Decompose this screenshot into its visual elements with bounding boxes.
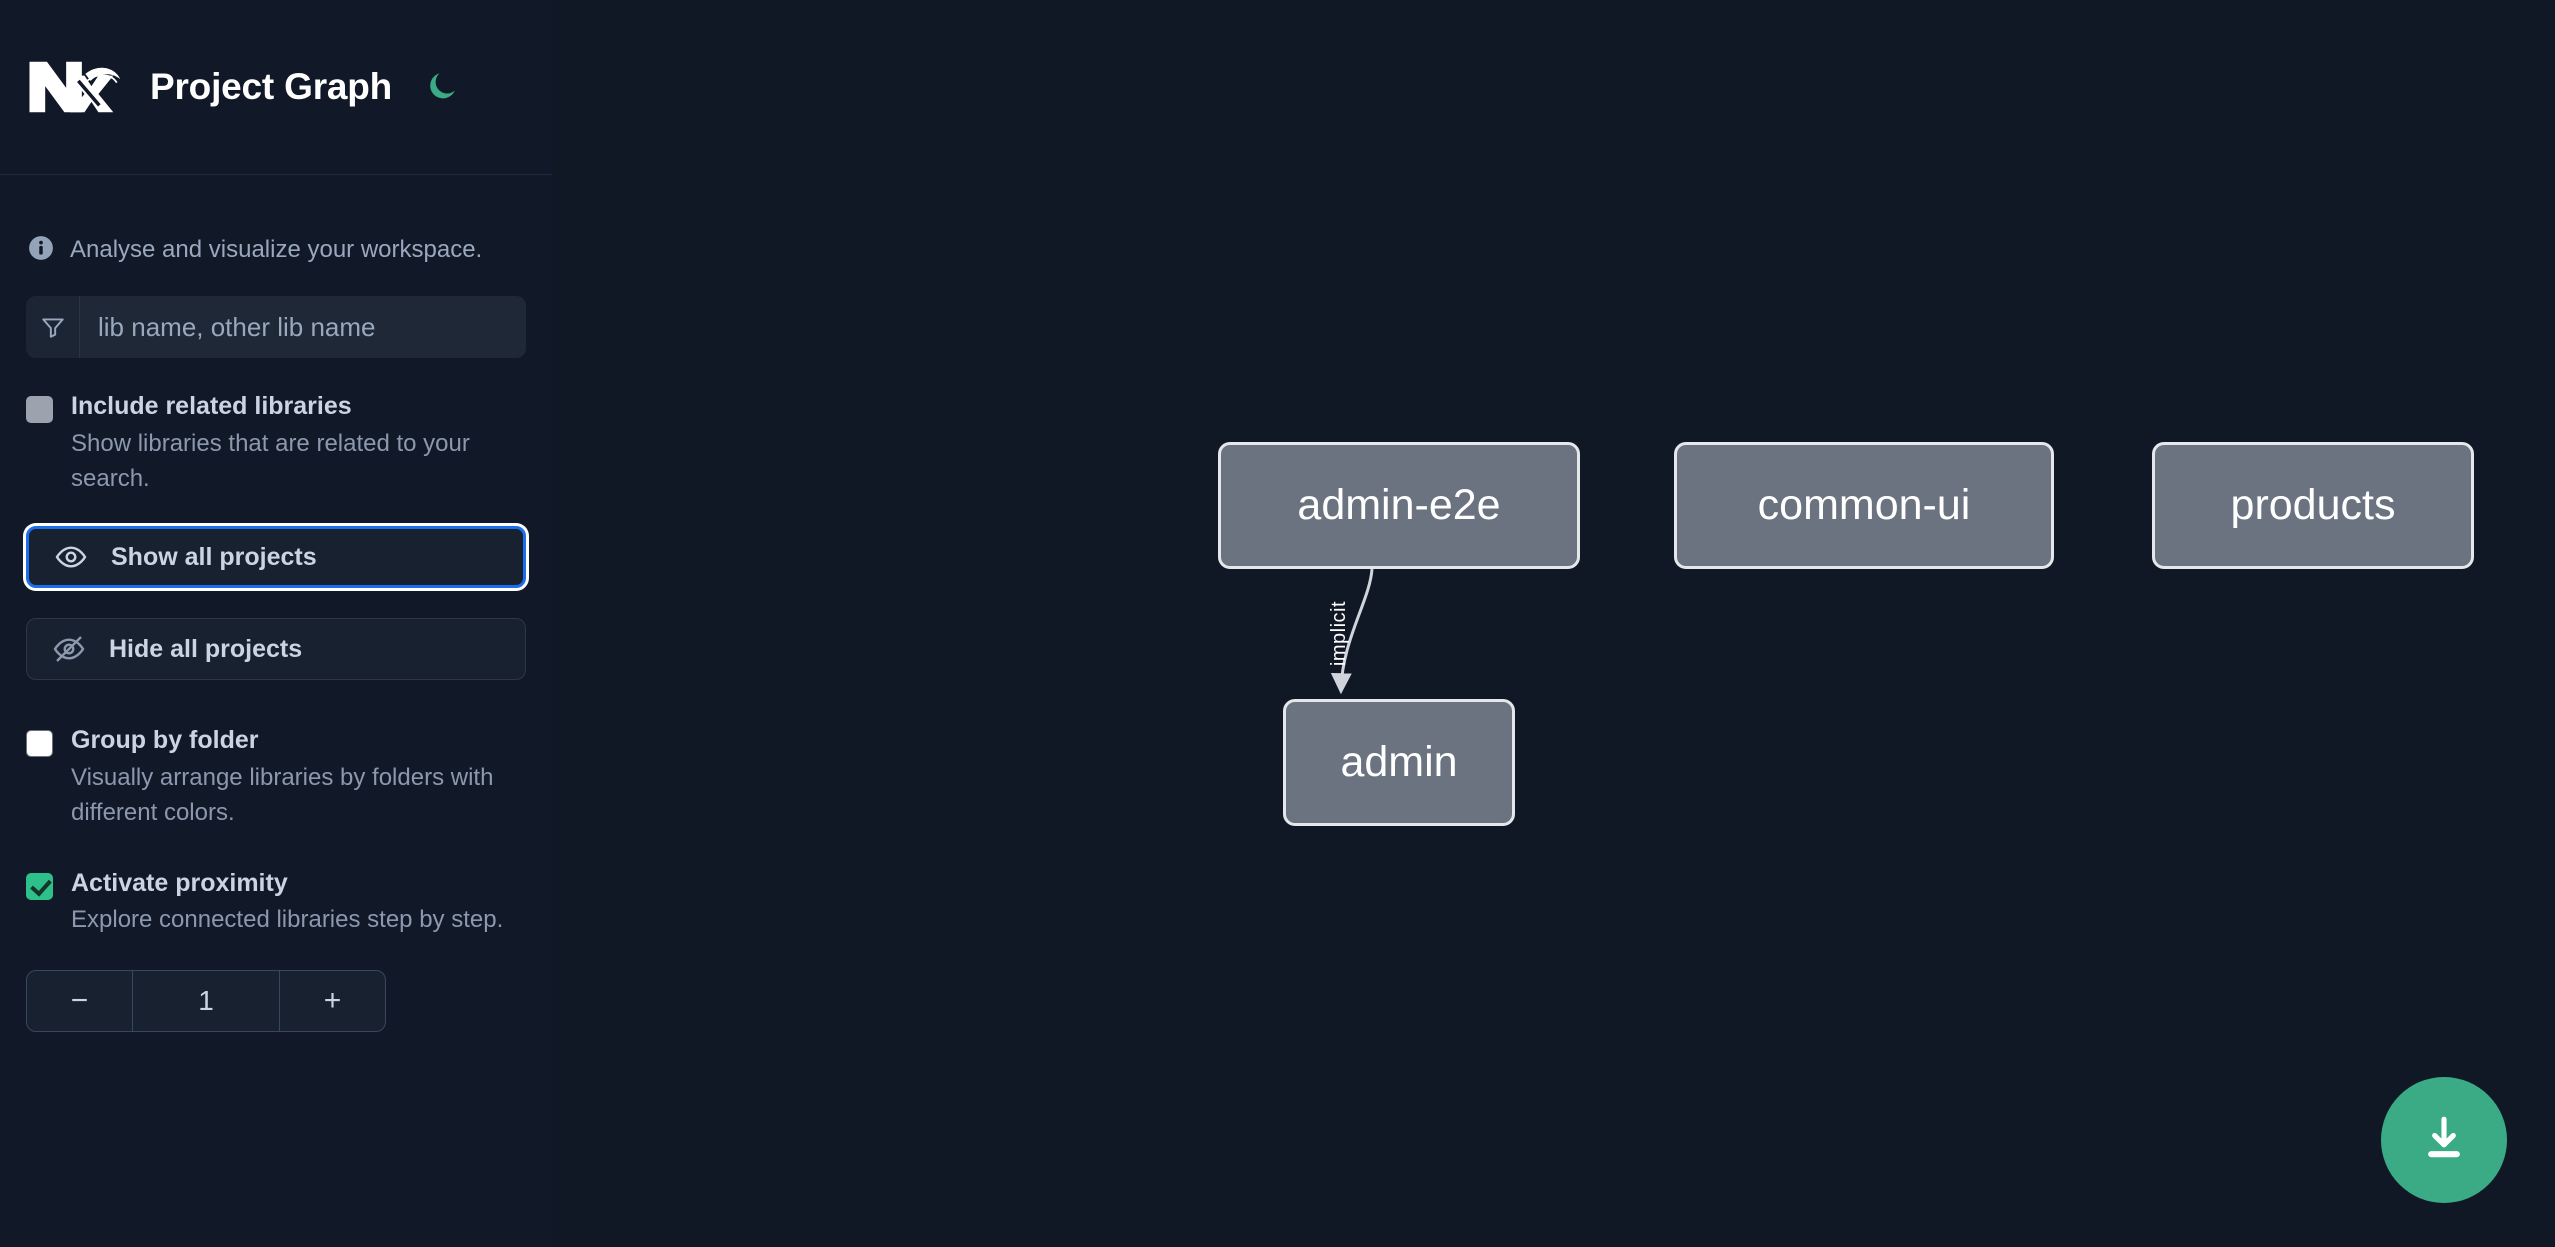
checkbox-activate-proximity[interactable]	[26, 872, 53, 900]
checkbox-group-by-folder[interactable]	[26, 730, 53, 758]
show-all-projects-button[interactable]: Show all projects	[26, 526, 526, 589]
option-include-related-libraries[interactable]: Include related libraries Show libraries…	[26, 390, 526, 496]
hide-all-projects-button[interactable]: Hide all projects	[26, 618, 526, 681]
page-title: Project Graph	[150, 66, 393, 107]
option-description: Visually arrange libraries by folders wi…	[71, 764, 494, 826]
project-graph-canvas[interactable]: implicit implicit admin-e2e common-ui pr…	[552, 0, 2555, 1247]
stepper-increment-button[interactable]: +	[279, 971, 385, 1032]
funnel-icon[interactable]	[26, 296, 80, 358]
stepper-value: 1	[198, 985, 214, 1017]
proximity-stepper: − 1 +	[26, 970, 386, 1033]
option-activate-proximity[interactable]: Activate proximity Explore connected lib…	[26, 867, 526, 939]
search-input[interactable]	[80, 296, 526, 358]
nx-logo-icon	[26, 52, 122, 122]
stepper-decrement-button[interactable]: −	[27, 971, 133, 1032]
show-all-projects-label: Show all projects	[111, 542, 317, 571]
option-label: Include related libraries	[71, 392, 352, 420]
option-group-by-folder[interactable]: Group by folder Visually arrange librari…	[26, 724, 526, 830]
option-description: Show libraries that are related to your …	[71, 429, 470, 492]
eye-off-icon	[53, 633, 87, 665]
download-image-button[interactable]	[2381, 1077, 2507, 1203]
graph-node-admin-e2e[interactable]: admin-e2e	[1218, 442, 1580, 569]
hide-all-projects-label: Hide all projects	[109, 634, 303, 663]
sidebar: Project Graph Analyse and visualize your…	[0, 0, 552, 1247]
graph-node-common-ui[interactable]: common-ui	[1674, 442, 2054, 569]
sidebar-header: Project Graph	[0, 0, 552, 175]
tagline-text: Analyse and visualize your workspace.	[70, 236, 483, 263]
graph-edges	[1330, 568, 1374, 695]
sidebar-body: Include related libraries Show libraries…	[0, 296, 552, 1033]
download-icon	[2416, 1111, 2472, 1170]
option-label: Group by folder	[71, 726, 259, 755]
checkbox-include-related-libraries[interactable]	[26, 396, 53, 423]
option-description: Explore connected libraries step by step…	[71, 906, 504, 934]
eye-icon	[55, 541, 89, 573]
option-label: Activate proximity	[71, 868, 288, 897]
filter-row	[26, 296, 526, 358]
edge-label-admin: implicit	[1328, 600, 1351, 667]
graph-node-products[interactable]: products	[2152, 442, 2474, 569]
info-icon	[28, 235, 54, 266]
graph-node-admin[interactable]: admin	[1283, 699, 1515, 826]
moon-icon[interactable]	[422, 67, 462, 107]
sidebar-tagline: Analyse and visualize your workspace.	[0, 175, 552, 280]
